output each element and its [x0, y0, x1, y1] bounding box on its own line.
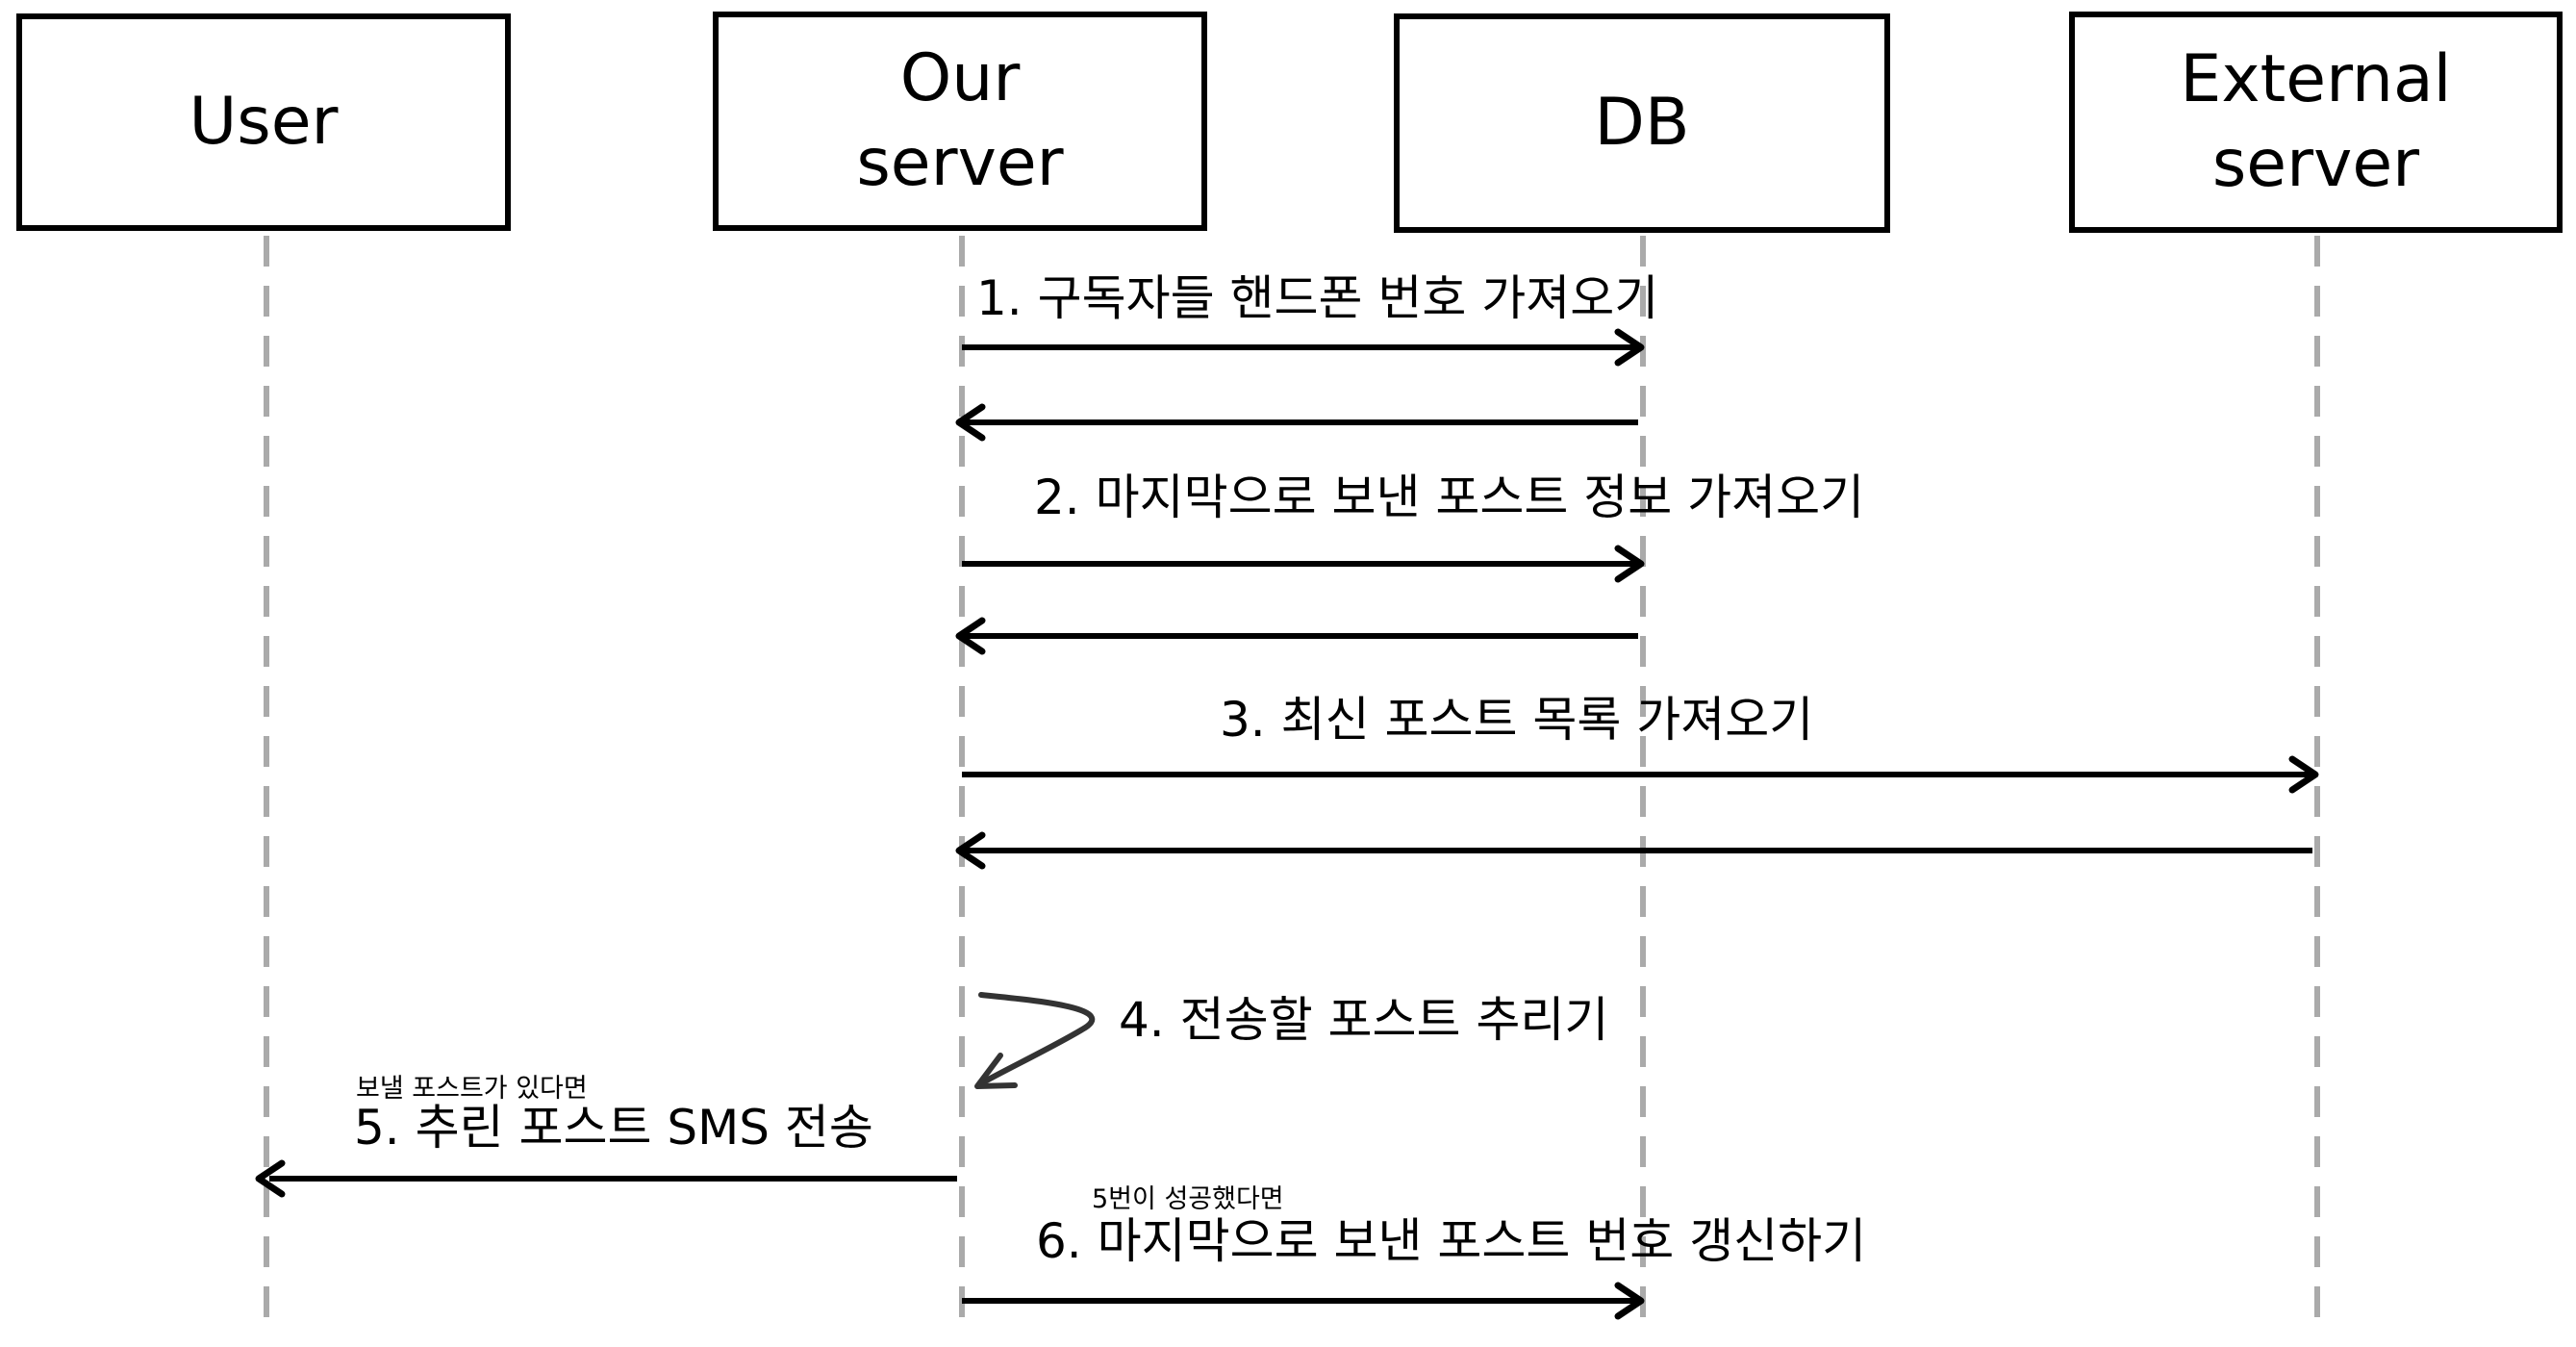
message-label-6: 6. 마지막으로 보낸 포스트 번호 갱신하기	[1036, 1213, 1867, 1269]
arrowhead-3	[2288, 755, 2319, 794]
actor-user: User	[16, 13, 511, 231]
actor-user-label: User	[189, 84, 339, 160]
actor-our-server: Our server	[713, 12, 1207, 231]
arrow-self-loop-4	[978, 992, 1095, 1085]
actor-external-server: External server	[2069, 12, 2563, 233]
message-note-5: 보낼 포스트가 있다면	[356, 1074, 588, 1104]
message-label-3: 3. 최신 포스트 목록 가져오기	[1220, 692, 1814, 748]
actor-our-server-label: Our server	[856, 40, 1064, 201]
actor-external-server-label: External server	[2180, 41, 2452, 202]
arrow-self-loop-4-head	[974, 1053, 1018, 1089]
arrowhead-1-return	[955, 403, 986, 442]
message-label-5: 5. 추린 포스트 SMS 전송	[354, 1100, 873, 1156]
actor-db: DB	[1394, 13, 1890, 233]
arrowhead-3-return	[955, 831, 986, 870]
arrowhead-2-return	[955, 617, 986, 655]
arrowhead-1	[1614, 328, 1645, 367]
message-label-2: 2. 마지막으로 보낸 포스트 정보 가져오기	[1034, 470, 1865, 525]
arrowhead-2	[1614, 545, 1645, 583]
actor-db-label: DB	[1594, 85, 1690, 161]
message-note-6: 5번이 성공했다면	[1092, 1184, 1284, 1214]
arrowhead-6	[1614, 1282, 1645, 1320]
arrowhead-5	[255, 1159, 286, 1198]
message-label-4: 4. 전송할 포스트 추리기	[1119, 992, 1609, 1048]
message-label-1: 1. 구독자들 핸드폰 번호 가져오기	[976, 270, 1659, 326]
